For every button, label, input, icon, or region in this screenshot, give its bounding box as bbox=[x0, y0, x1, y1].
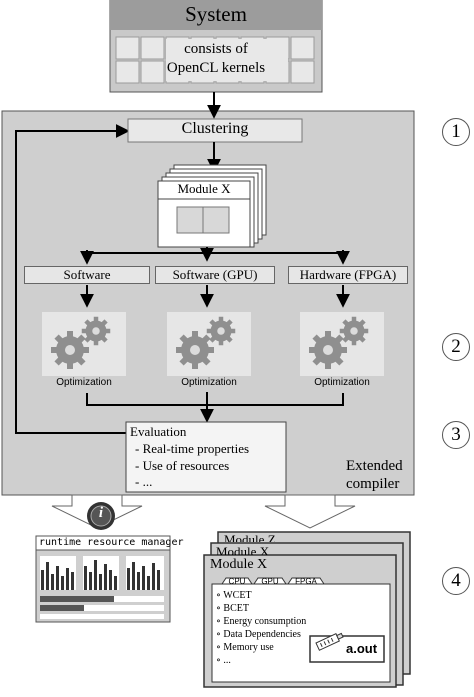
target-software: Software bbox=[24, 266, 150, 284]
tab-gpu[interactable]: GPU bbox=[261, 577, 279, 586]
prop-energy-text: Energy consumption bbox=[223, 616, 307, 627]
target-software-gpu: Software (GPU) bbox=[155, 266, 275, 284]
info-icon bbox=[87, 502, 115, 530]
system-caption-line2: OpenCL kernels bbox=[166, 60, 266, 76]
prop-data-deps-text: Data Dependencies bbox=[223, 629, 301, 640]
target-hardware-fpga: Hardware (FPGA) bbox=[288, 266, 408, 284]
prop-wcet-text: WCET bbox=[223, 590, 252, 601]
aout-label: a.out bbox=[346, 641, 378, 656]
optimization-label-2: Optimization bbox=[181, 377, 237, 388]
evaluation-box bbox=[125, 421, 287, 493]
optimization-gears-2 bbox=[167, 312, 251, 376]
tab-cpu[interactable]: CPU bbox=[228, 577, 246, 586]
usb-stick-icon bbox=[315, 632, 344, 651]
optimization-gears-1 bbox=[42, 312, 126, 376]
clustering-label: Clustering bbox=[181, 120, 249, 137]
optimization-label-1: Optimization bbox=[56, 377, 112, 388]
arrow-to-modules bbox=[264, 494, 356, 529]
module-x-label: Module X bbox=[177, 181, 231, 196]
prop-energy: ∘ Energy consumption bbox=[216, 616, 307, 627]
optimization-gears-3 bbox=[300, 312, 384, 376]
prop-memory-text: Memory use bbox=[223, 642, 274, 653]
prop-bcet-text: BCET bbox=[223, 603, 249, 614]
info-icon-letter: i bbox=[98, 505, 104, 521]
evaluation-item-1: - Real-time properties bbox=[135, 441, 250, 456]
evaluation-title: Evaluation bbox=[130, 424, 187, 439]
optimization-label-3: Optimization bbox=[314, 377, 370, 388]
runtime-title: runtime resource manager bbox=[39, 537, 184, 548]
tab-fpga[interactable]: FPGA bbox=[295, 577, 317, 586]
prop-more: ∘ ... bbox=[216, 655, 231, 666]
runtime-bars bbox=[40, 556, 164, 619]
step-1-marker: 1 bbox=[442, 118, 470, 146]
system-title: System bbox=[185, 2, 247, 26]
prop-memory: ∘ Memory use bbox=[216, 642, 274, 653]
prop-wcet: ∘ WCET bbox=[216, 590, 252, 601]
compiler-label-line1: Extended bbox=[346, 458, 403, 474]
system-caption-line1: consists of bbox=[184, 41, 248, 57]
step-4-marker: 4 bbox=[442, 567, 470, 595]
step-3-marker: 3 bbox=[442, 421, 470, 449]
module-x-front-title: Module X bbox=[210, 557, 268, 572]
prop-more-text: ... bbox=[223, 655, 231, 666]
evaluation-item-2: - Use of resources bbox=[135, 458, 230, 473]
module-z-title: Module Z bbox=[224, 532, 276, 542]
evaluation-item-3: - ... bbox=[135, 474, 153, 489]
prop-data-deps: ∘ Data Dependencies bbox=[216, 629, 301, 640]
module-content bbox=[211, 583, 391, 683]
module-x-back-title: Module X bbox=[216, 544, 270, 555]
module-x-stack bbox=[157, 164, 267, 248]
step-2-marker: 2 bbox=[442, 333, 470, 361]
prop-bcet: ∘ BCET bbox=[216, 603, 249, 614]
compiler-label-line2: compiler bbox=[346, 476, 400, 492]
